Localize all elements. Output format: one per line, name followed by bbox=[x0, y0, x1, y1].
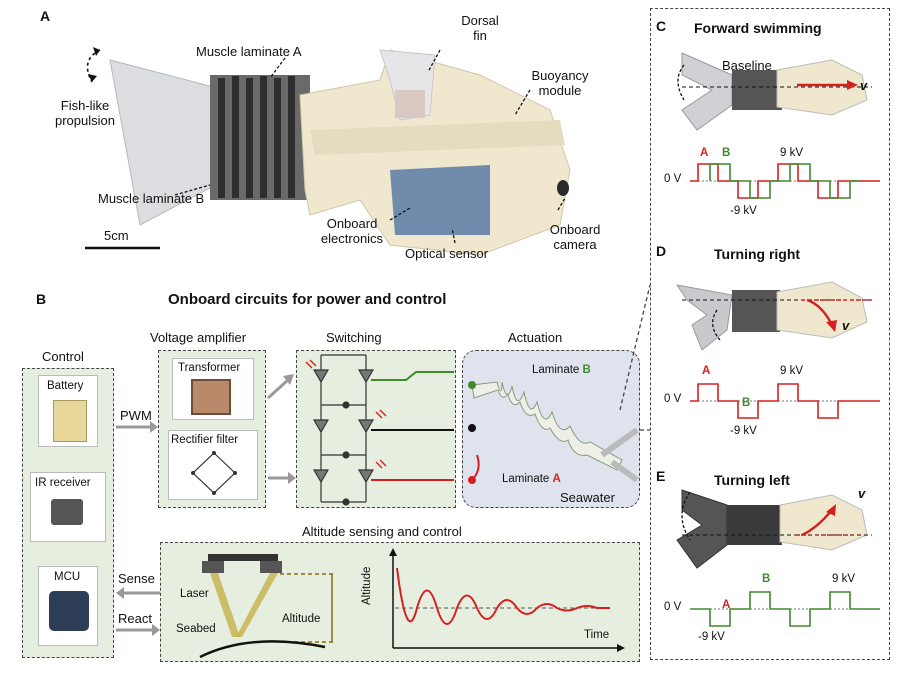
panel-c-pos-label: 9 kV bbox=[780, 147, 804, 159]
muscle-laminate-b-label: Muscle laminate B bbox=[98, 191, 205, 206]
panel-e-a-label: A bbox=[722, 599, 731, 611]
turning-left-illustration bbox=[676, 489, 872, 569]
laminate-a-letter: A bbox=[552, 473, 561, 485]
panel-e-letter: E bbox=[656, 468, 666, 484]
actuation-laminate-drawing bbox=[468, 381, 639, 484]
pwm-label: PWM bbox=[120, 408, 152, 423]
fish-body bbox=[299, 49, 571, 256]
ir-receiver-label: IR receiver bbox=[35, 477, 91, 489]
transformer-label: Transformer bbox=[178, 362, 241, 374]
seawater-label: Seawater bbox=[560, 490, 615, 505]
panel-e-waveform bbox=[690, 591, 880, 627]
battery-label: Battery bbox=[47, 380, 84, 392]
laminate-b-letter: B bbox=[582, 364, 591, 376]
switching-circuit bbox=[305, 354, 454, 506]
panel-b-title: Onboard circuits for power and control bbox=[168, 291, 447, 308]
voltage-amplifier-header: Voltage amplifier bbox=[150, 330, 247, 345]
laminate-a-prefix: Laminate bbox=[502, 473, 553, 485]
panel-c-b-label: B bbox=[722, 147, 731, 159]
panel-d-b-label: B bbox=[742, 397, 751, 409]
dorsal-fin-label: Dorsal fin bbox=[461, 13, 499, 43]
laminate-b-label: Laminate B bbox=[532, 363, 591, 378]
mcu-chip-icon bbox=[49, 591, 89, 631]
panel-d-pos-label: 9 kV bbox=[780, 365, 804, 377]
panel-c-zero-label: 0 V bbox=[664, 173, 682, 185]
rectifier-diagram bbox=[191, 451, 237, 495]
control-header: Control bbox=[42, 349, 84, 364]
altitude-sensing-diagram bbox=[199, 554, 335, 659]
panel-d-title: Turning right bbox=[714, 246, 801, 262]
panel-e-neg-label: -9 kV bbox=[698, 631, 725, 643]
scale-bar-label: 5cm bbox=[104, 228, 129, 243]
transformer-icon bbox=[191, 379, 231, 415]
right-panel-frame bbox=[650, 8, 890, 660]
panel-e-velocity: v bbox=[858, 486, 866, 501]
ir-receiver-icon bbox=[51, 499, 83, 525]
panel-e-title: Turning left bbox=[714, 472, 790, 488]
laminate-b-prefix: Laminate bbox=[532, 364, 583, 376]
switching-header: Switching bbox=[326, 330, 382, 345]
plot-xlabel: Time bbox=[584, 629, 610, 641]
altitude-label: Altitude bbox=[282, 613, 321, 625]
panel-c-letter: C bbox=[656, 18, 667, 34]
altitude-time-plot bbox=[389, 548, 625, 652]
onboard-electronics-label: Onboard electronics bbox=[320, 216, 384, 246]
panel-c-waveform bbox=[690, 163, 880, 199]
rectifier-card: Rectifier filter bbox=[168, 430, 258, 500]
onboard-camera-label: Onboard camera bbox=[549, 222, 601, 252]
panel-d-zero-label: 0 V bbox=[664, 393, 682, 405]
panel-e-zero-label: 0 V bbox=[664, 601, 682, 613]
panel-c-title: Forward swimming bbox=[694, 20, 822, 36]
battery-card: Battery bbox=[38, 375, 98, 447]
baseline-label: Baseline bbox=[722, 58, 772, 73]
sense-label: Sense bbox=[118, 571, 155, 586]
actuation-header: Actuation bbox=[508, 330, 563, 345]
panel-d-neg-label: -9 kV bbox=[730, 425, 757, 437]
panel-c-neg-label: -9 kV bbox=[730, 205, 757, 217]
robotic-fish-illustration bbox=[85, 47, 571, 256]
mcu-label: MCU bbox=[54, 571, 81, 583]
laser-label: Laser bbox=[180, 588, 209, 600]
panel-e-pos-label: 9 kV bbox=[832, 573, 856, 585]
panel-c-velocity: v bbox=[860, 78, 868, 93]
transformer-card: Transformer bbox=[172, 358, 254, 420]
altitude-response-curve bbox=[396, 567, 610, 625]
panel-d-waveform bbox=[690, 383, 880, 419]
muscle-laminates bbox=[210, 75, 310, 200]
electronics-compartment bbox=[390, 165, 490, 235]
ir-receiver-card: IR receiver bbox=[30, 472, 106, 542]
panel-e-b-label: B bbox=[762, 573, 771, 585]
panel-c-a-label: A bbox=[700, 147, 709, 159]
forward-swimming-illustration bbox=[677, 52, 872, 131]
laminate-a-label: Laminate A bbox=[502, 472, 561, 487]
seabed-label: Seabed bbox=[176, 623, 216, 635]
panel-d-a-label: A bbox=[702, 365, 711, 377]
panel-a-letter: A bbox=[40, 8, 51, 24]
muscle-laminate-a-label: Muscle laminate A bbox=[196, 44, 302, 59]
mcu-card: MCU bbox=[38, 566, 98, 646]
onboard-camera bbox=[557, 180, 569, 196]
fish-propulsion-label: Fish-like propulsion bbox=[55, 98, 115, 128]
panel-d-velocity: v bbox=[842, 318, 850, 333]
battery-icon bbox=[53, 400, 87, 442]
buoyancy-module-label: Buoyancy module bbox=[531, 68, 589, 98]
panel-d-letter: D bbox=[656, 243, 667, 259]
panel-b-letter: B bbox=[36, 291, 47, 307]
altitude-box bbox=[160, 542, 640, 662]
propulsion-arrow bbox=[86, 49, 101, 83]
rectifier-label: Rectifier filter bbox=[171, 434, 239, 446]
optical-sensor-label: Optical sensor bbox=[405, 246, 489, 261]
react-label: React bbox=[118, 611, 152, 626]
turning-right-illustration bbox=[675, 281, 872, 351]
altitude-section-title: Altitude sensing and control bbox=[302, 524, 462, 539]
